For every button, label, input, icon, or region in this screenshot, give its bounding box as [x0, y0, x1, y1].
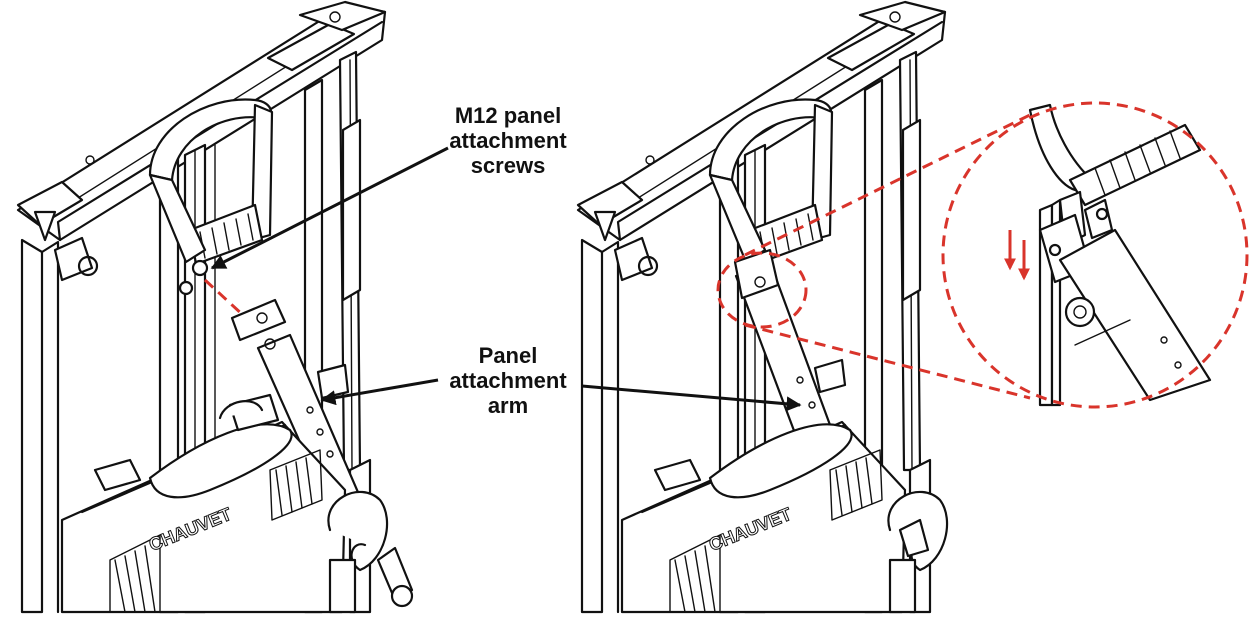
leader-arrow-arm-left	[320, 378, 439, 406]
callout-attachment-arm: Panel attachment arm	[418, 343, 598, 418]
callout-arm-line-1: Panel	[478, 343, 538, 368]
callout-arm-line-3: arm	[487, 393, 529, 418]
callout-screws-line-3: screws	[470, 153, 546, 178]
leader-arrow-screws	[210, 146, 449, 270]
callout-arm-line-2: attachment	[449, 368, 567, 393]
detail-zoom-view	[941, 101, 1249, 409]
callout-screws-line-2: attachment	[449, 128, 567, 153]
callout-m12-screws: M12 panel attachment screws	[418, 103, 598, 178]
left-panel-illustration	[16, 0, 414, 614]
leader-arrow-arm-right	[581, 384, 802, 412]
callout-screws-line-1: M12 panel	[454, 103, 562, 128]
